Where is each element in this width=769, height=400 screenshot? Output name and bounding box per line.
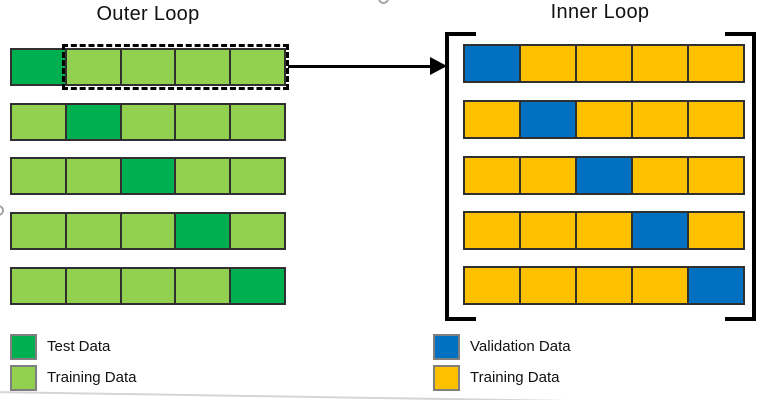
inner-cell-validation bbox=[631, 211, 689, 250]
inner-cell-train bbox=[463, 266, 521, 305]
outer-cell-train bbox=[10, 267, 67, 305]
inner-cell-train bbox=[687, 100, 745, 139]
outer-cell-train bbox=[174, 48, 232, 86]
outer-cell-test bbox=[229, 267, 286, 305]
outer-cell-train bbox=[174, 267, 232, 305]
outer-cell-train bbox=[174, 103, 232, 141]
inner-loop-title: Inner Loop bbox=[550, 1, 650, 23]
arrow-head-icon bbox=[430, 57, 447, 75]
outer-fold-row bbox=[10, 157, 286, 195]
inner-fold-row bbox=[463, 211, 745, 250]
inner-cell-train bbox=[575, 266, 633, 305]
legend-label: Validation Data bbox=[470, 338, 571, 355]
bracket-left bbox=[445, 32, 449, 321]
outer-cell-train bbox=[64, 48, 122, 86]
inner-cell-train bbox=[463, 211, 521, 250]
legend-label: Training Data bbox=[470, 369, 560, 386]
outer-cell-train bbox=[229, 157, 286, 195]
inner-cell-train bbox=[687, 211, 745, 250]
outer-cell-test bbox=[174, 212, 232, 250]
bracket-right bbox=[752, 32, 756, 321]
inner-cell-train bbox=[687, 44, 745, 83]
outer-cell-train bbox=[119, 48, 177, 86]
arrow-line bbox=[288, 65, 431, 68]
outer-cell-train bbox=[229, 212, 286, 250]
train-swatch bbox=[433, 364, 460, 391]
outer-cell-train bbox=[10, 103, 67, 141]
inner-cell-validation bbox=[687, 266, 745, 305]
outer-cell-test bbox=[64, 103, 122, 141]
outer-cell-train bbox=[64, 267, 122, 305]
outer-cell-train bbox=[119, 267, 177, 305]
outer-fold-row bbox=[10, 103, 286, 141]
inner-cell-train bbox=[463, 156, 521, 195]
outer-legend-item: Test Data bbox=[10, 333, 137, 360]
outer-fold-row bbox=[10, 48, 286, 86]
inner-cell-train bbox=[631, 156, 689, 195]
outer-fold-row bbox=[10, 212, 286, 250]
inner-cell-train bbox=[519, 44, 577, 83]
outer-fold-row bbox=[10, 267, 286, 305]
inner-cell-validation bbox=[575, 156, 633, 195]
inner-fold-row bbox=[463, 156, 745, 195]
inner-cell-train bbox=[631, 44, 689, 83]
validation-swatch bbox=[433, 333, 460, 360]
outer-cell-train bbox=[64, 157, 122, 195]
outer-cell-train bbox=[119, 212, 177, 250]
outer-cell-train bbox=[229, 103, 286, 141]
inner-legend-item: Validation Data bbox=[433, 333, 571, 360]
outer-cell-train bbox=[174, 157, 232, 195]
inner-cell-train bbox=[687, 156, 745, 195]
inner-legend-item: Training Data bbox=[433, 364, 571, 391]
cropped-handle-icon bbox=[378, 0, 389, 4]
outer-cell-test bbox=[10, 48, 67, 86]
bracket-left-top-tick bbox=[445, 32, 476, 36]
train-swatch bbox=[10, 364, 37, 391]
bracket-left-bottom-tick bbox=[445, 317, 476, 321]
outer-cell-train bbox=[119, 103, 177, 141]
bracket-right-top-tick bbox=[725, 32, 756, 36]
inner-cell-train bbox=[575, 100, 633, 139]
inner-cell-train bbox=[631, 100, 689, 139]
outer-cell-train bbox=[10, 212, 67, 250]
bracket-right-bottom-tick bbox=[725, 317, 756, 321]
test-swatch bbox=[10, 333, 37, 360]
inner-fold-row bbox=[463, 266, 745, 305]
inner-cell-train bbox=[631, 266, 689, 305]
inner-fold-row bbox=[463, 44, 745, 83]
inner-cell-validation bbox=[463, 44, 521, 83]
inner-cell-validation bbox=[519, 100, 577, 139]
inner-cell-train bbox=[575, 44, 633, 83]
inner-fold-row bbox=[463, 100, 745, 139]
inner-cell-train bbox=[519, 156, 577, 195]
inner-cell-train bbox=[575, 211, 633, 250]
outer-cell-test bbox=[119, 157, 177, 195]
inner-cell-train bbox=[519, 211, 577, 250]
legend-label: Training Data bbox=[47, 369, 137, 386]
outer-legend-item: Training Data bbox=[10, 364, 137, 391]
inner-cell-train bbox=[463, 100, 521, 139]
outer-loop-title: Outer Loop bbox=[96, 3, 200, 25]
outer-cell-train bbox=[10, 157, 67, 195]
cropped-handle-icon bbox=[0, 205, 4, 216]
outer-cell-train bbox=[229, 48, 286, 86]
legend-label: Test Data bbox=[47, 338, 111, 355]
inner-cell-train bbox=[519, 266, 577, 305]
outer-cell-train bbox=[64, 212, 122, 250]
